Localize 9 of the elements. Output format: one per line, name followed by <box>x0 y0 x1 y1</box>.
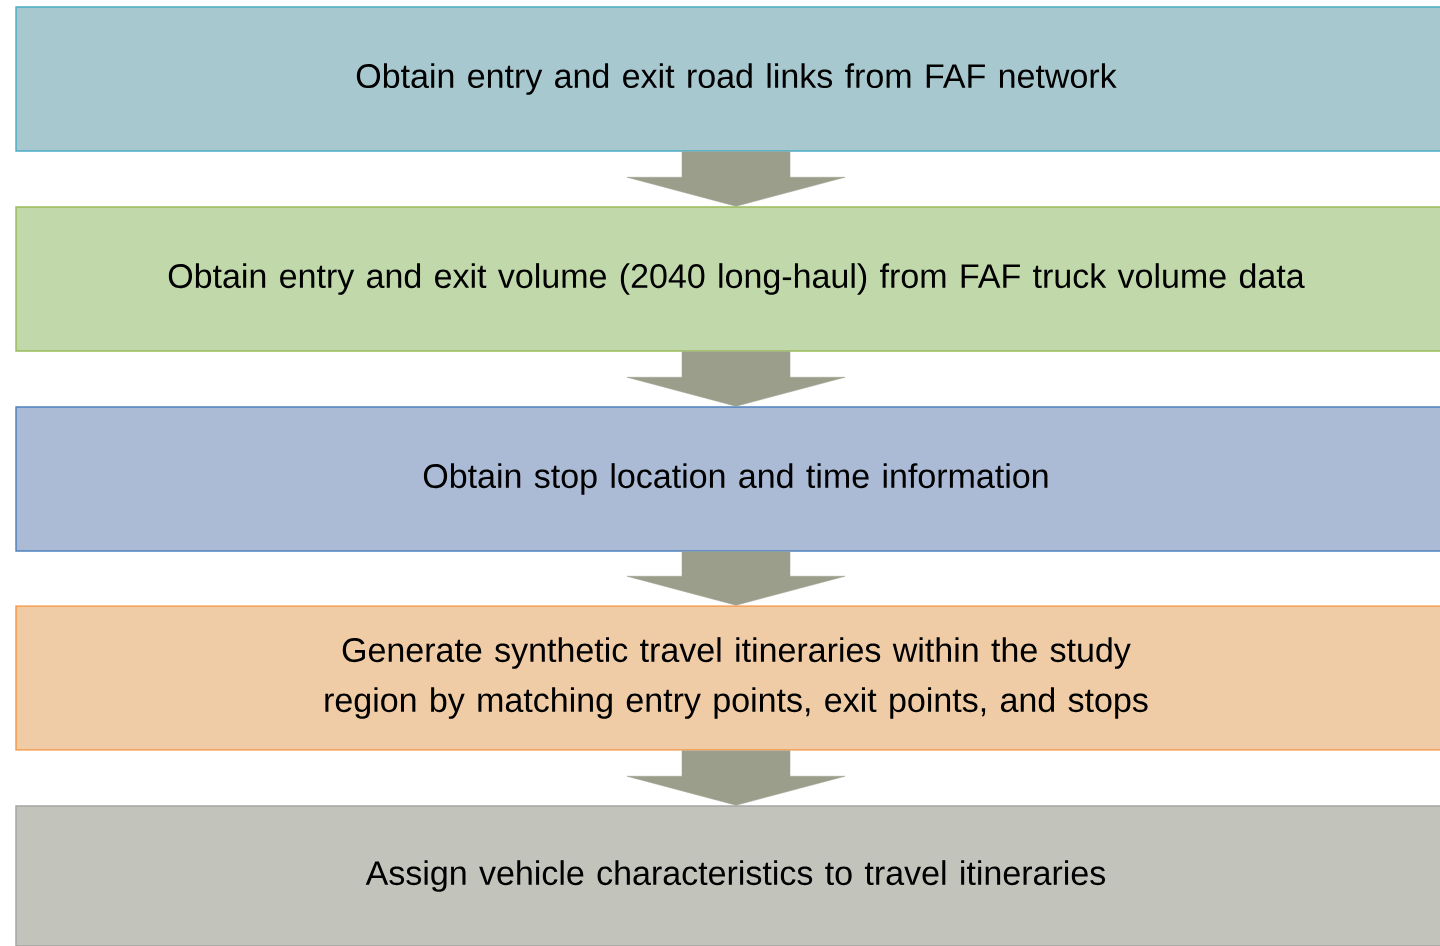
process-box: Generate synthetic travel itineraries within the study region by matching entry points, exit points, and stops <box>15 605 1440 751</box>
process-box: Assign vehicle characteristics to travel itineraries <box>15 805 1440 946</box>
block-arrow <box>626 750 846 806</box>
process-box: Obtain stop location and time information <box>15 406 1440 552</box>
block-arrow <box>626 551 846 606</box>
block-arrow <box>626 151 846 207</box>
process-box: Obtain entry and exit volume (2040 long-haul) from FAF truck volume data <box>15 206 1440 352</box>
block-arrow <box>626 351 846 407</box>
process-box: Obtain entry and exit road links from FAF network <box>15 6 1440 152</box>
